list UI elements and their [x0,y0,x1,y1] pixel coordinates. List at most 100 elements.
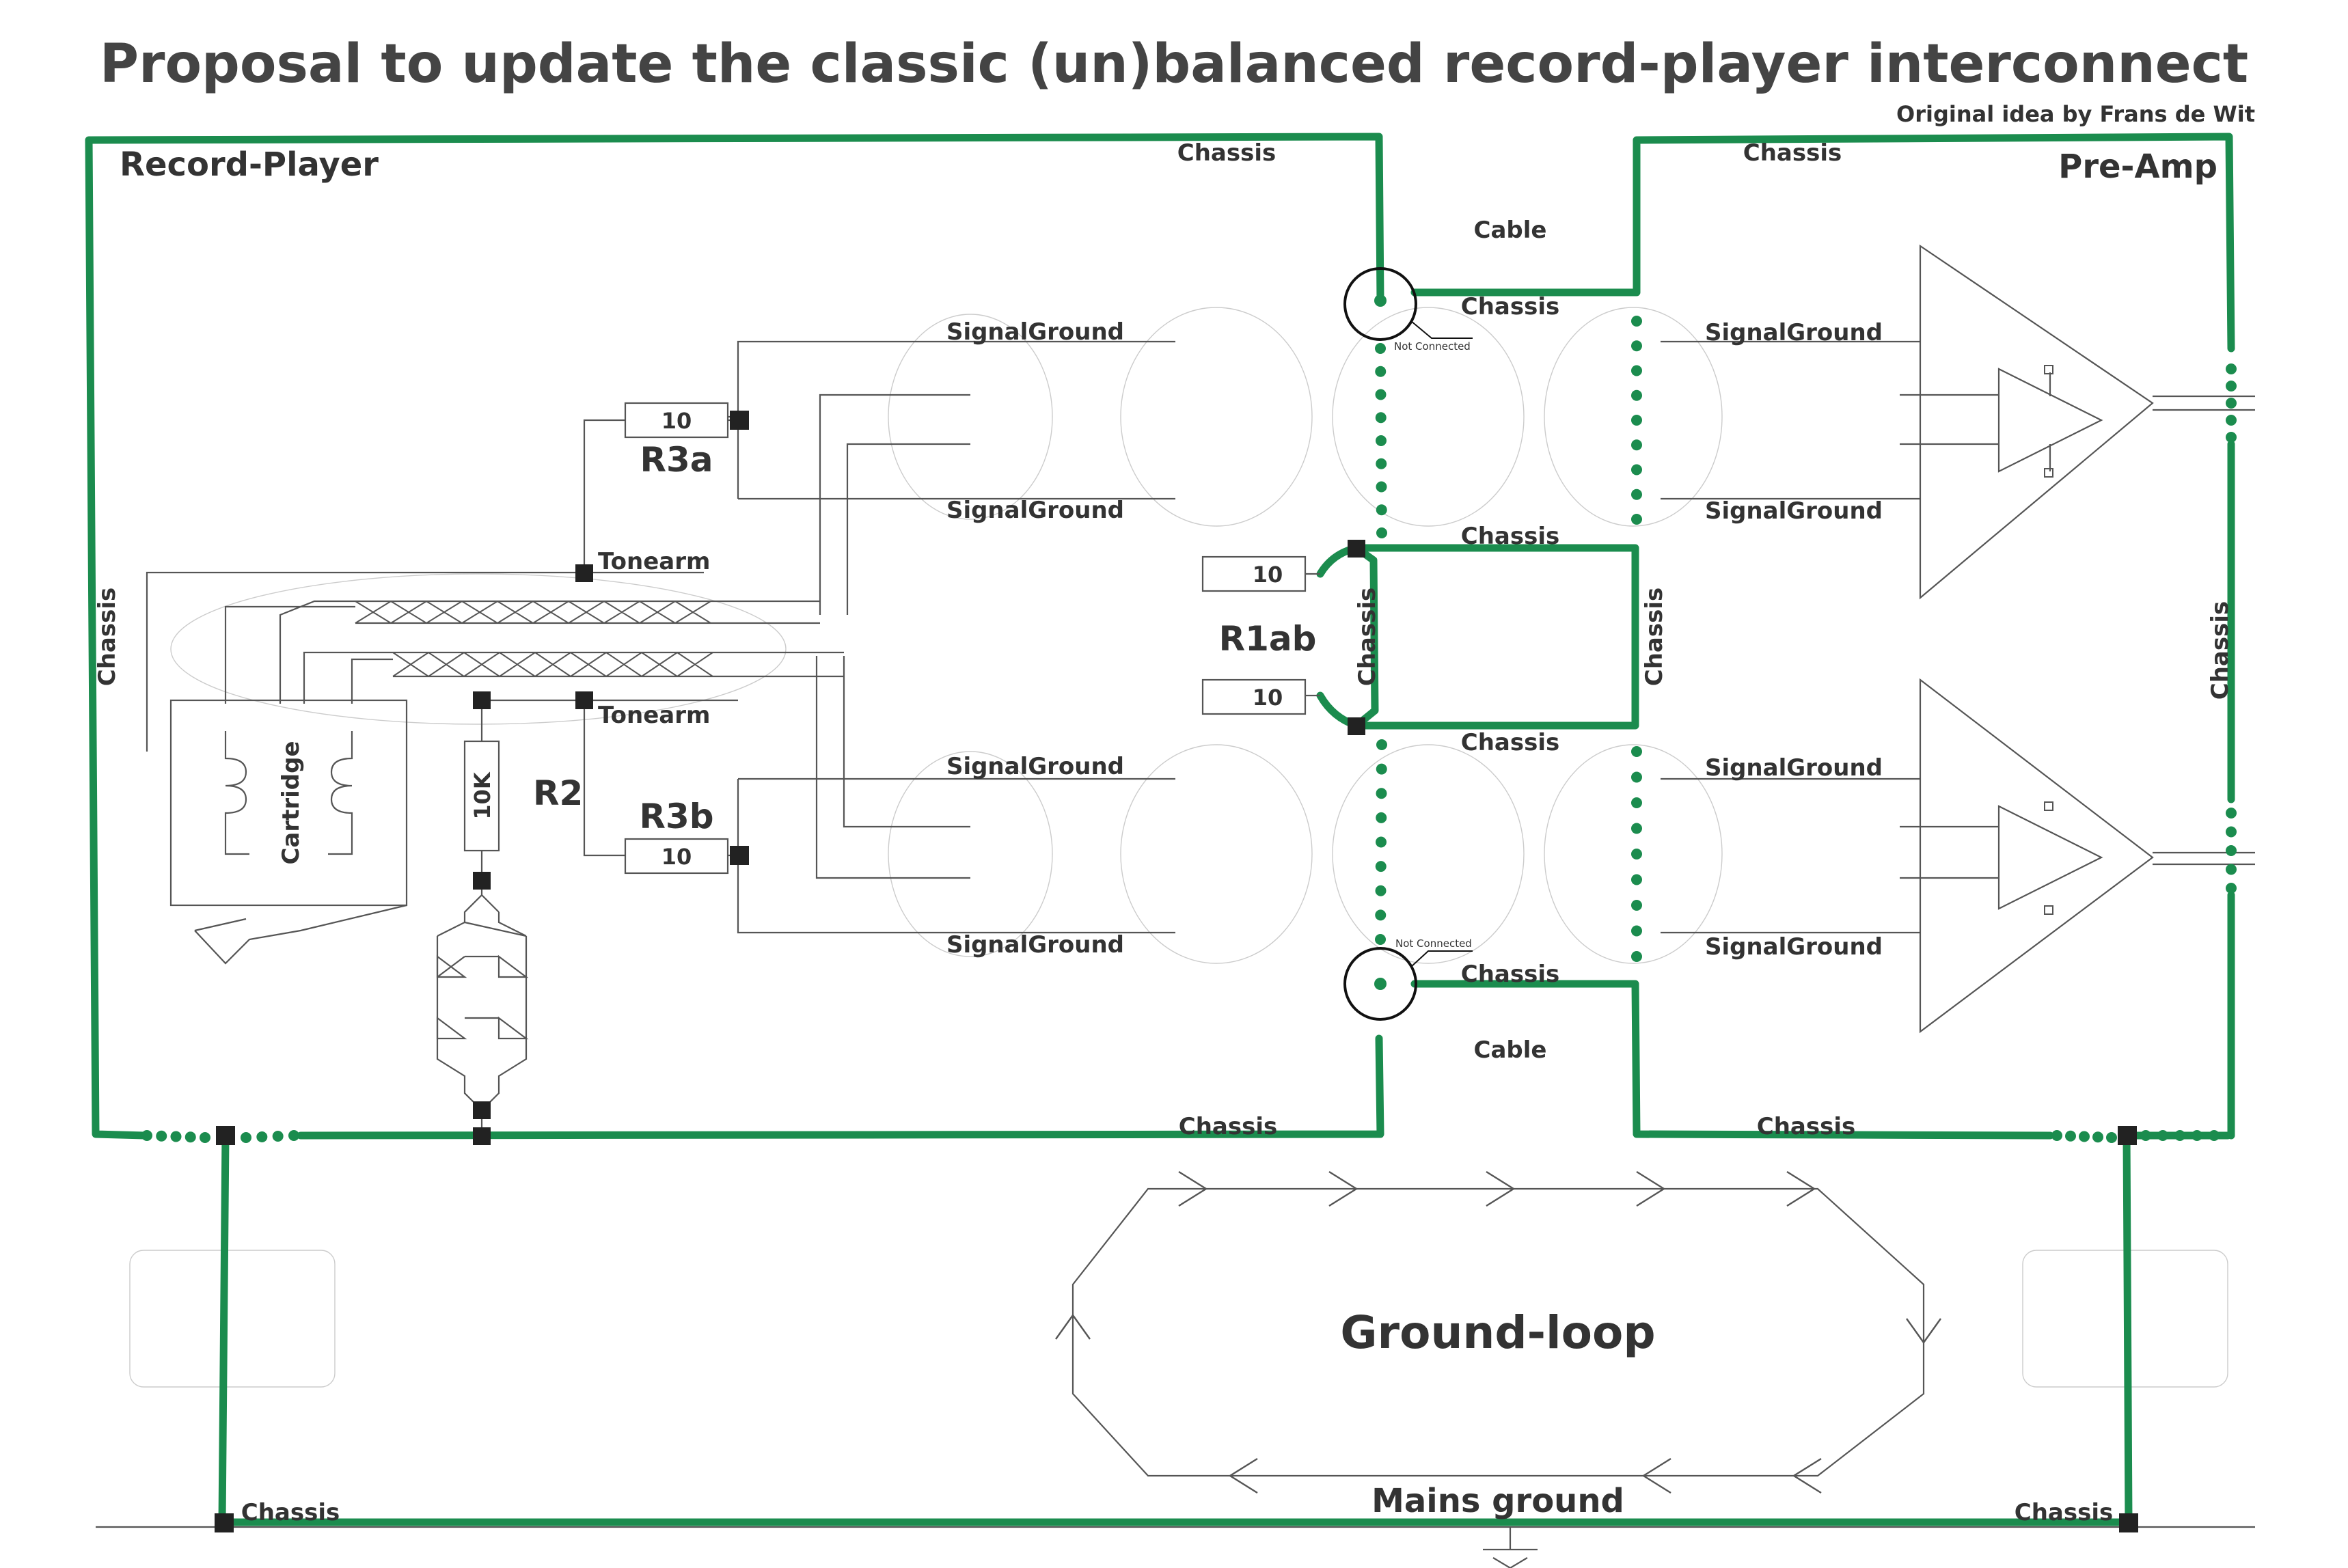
chassis-dot [1375,934,1386,945]
resistor-r3b: 10 R3b [624,797,729,875]
r3a-value: 10 [661,408,692,434]
twist-segment [392,652,713,677]
chassis-dot [1375,412,1387,424]
chassis-dot [272,1131,284,1142]
chassis-dot [1631,365,1642,376]
signal-ground-label-8: SignalGround [1705,933,1883,961]
chassis-dot [1375,343,1386,354]
chassis-dot [2226,864,2237,875]
chassis-dot [1631,489,1642,500]
tonearm-label-top: Tonearm [598,548,710,575]
chassis-dot [2079,1131,2090,1142]
chassis-label-r1ab-vertical: Chassis [1354,588,1381,686]
not-connected-label-top: Not Connected [1394,340,1471,353]
chassis-dot [1631,849,1642,859]
chassis-label-bottom-left: Chassis [1179,1113,1277,1140]
diagram-title: Proposal to update the classic (un)balan… [100,33,2248,95]
resistor-r1b: 10 [1201,678,1307,715]
chassis-dot [1631,316,1642,327]
chassis-label-left-vertical: Chassis [94,588,121,686]
chassis-label-r1a: Chassis [1461,523,1559,550]
chassis-dot [2226,883,2237,894]
not-connected-label-bottom: Not Connected [1395,937,1472,950]
r2-value: 10K [469,771,495,820]
r1a-value: 10 [1253,562,1283,588]
chassis-label-mid-vertical: Chassis [1641,588,1668,686]
chassis-dot [1631,771,1642,783]
chassis-dot [1375,861,1387,872]
chassis-dot [1631,514,1642,525]
chassis-dot [1631,925,1642,937]
chassis-label-mains-right: Chassis [2015,1499,2113,1526]
signal-ground-label-2: SignalGround [946,497,1124,524]
signal-ground-label-3: SignalGround [946,753,1124,780]
r1b-value: 10 [1253,685,1283,711]
chassis-dot [2174,1130,2185,1141]
ground-loop-arrows [1055,1170,1941,1494]
chassis-dot [1376,739,1387,750]
chassis-dot [2065,1130,2076,1142]
chassis-dot [1375,885,1387,896]
chassis-dot [2157,1130,2168,1141]
chassis-dot [1376,836,1387,848]
chassis-label-bottom-right: Chassis [1757,1113,1855,1140]
chassis-dot [2092,1131,2103,1143]
chassis-dot [156,1130,167,1142]
dotted-chassis-connections [141,316,2237,1143]
chassis-dot [288,1130,299,1141]
cable-label-top: Cable [1474,217,1547,244]
chassis-dot [1631,874,1642,885]
signal-ground-label-1: SignalGround [946,318,1124,346]
chassis-dot [200,1132,210,1143]
not-connected-markers: Not Connected Not Connected [1343,267,1473,1021]
chassis-dot [1376,481,1387,493]
chassis-dot [2226,432,2237,443]
r2-name: R2 [533,773,583,813]
wiring [96,244,2255,1568]
chassis-dot [1631,746,1642,757]
chassis-dot [1376,763,1387,775]
chassis-dot [2226,398,2237,409]
chassis-dot [1376,504,1387,516]
chassis-dot [1631,439,1642,451]
chassis-dot [1376,788,1387,799]
chassis-dot [2106,1132,2117,1143]
resistor-r3a: 10 R3a [624,402,729,480]
signal-ground-label-4: SignalGround [946,931,1124,959]
chassis-dot [170,1131,182,1142]
chassis-dot [241,1132,251,1143]
chassis-dot [2192,1130,2202,1141]
chassis-dot [256,1131,268,1142]
signal-ground-label-6: SignalGround [1705,497,1883,525]
chassis-dot [1376,435,1387,446]
twist-segment [355,601,711,624]
chassis-dot [1375,366,1387,377]
chassis-dot [1376,527,1387,538]
chassis-label-right-vertical: Chassis [2207,601,2234,700]
chassis-dot [2226,381,2237,391]
r1ab-name: R1ab [1219,619,1317,659]
chassis-dot [1375,909,1387,921]
chassis-dot [1376,812,1387,823]
credit-text: Original idea by Frans de Wit [1896,101,2255,127]
chassis-dot [2051,1130,2062,1141]
tonearm-label-bottom: Tonearm [598,702,710,729]
chassis-dot [141,1130,152,1141]
chassis-dot [2226,845,2237,856]
cable-label-bottom: Cable [1474,1036,1547,1064]
chassis-dot [1631,900,1642,911]
cable-outlines [129,307,2228,1388]
junction-nodes [215,365,2138,1532]
chassis-dot [1375,389,1387,400]
chassis-dot [1631,415,1642,426]
chassis-dot [1631,464,1642,476]
chassis-label-connector-top: Chassis [1461,293,1559,320]
resistor-r2: 10K R2 [463,740,583,852]
record-player-label: Record-Player [120,146,379,184]
r3b-value: 10 [661,844,692,870]
r3b-name: R3b [639,797,713,836]
chassis-dot [2226,826,2237,838]
pre-amp-label: Pre-Amp [2058,148,2217,186]
chassis-dot [1631,389,1642,401]
ground-loop-label: Ground-loop [1340,1306,1655,1359]
